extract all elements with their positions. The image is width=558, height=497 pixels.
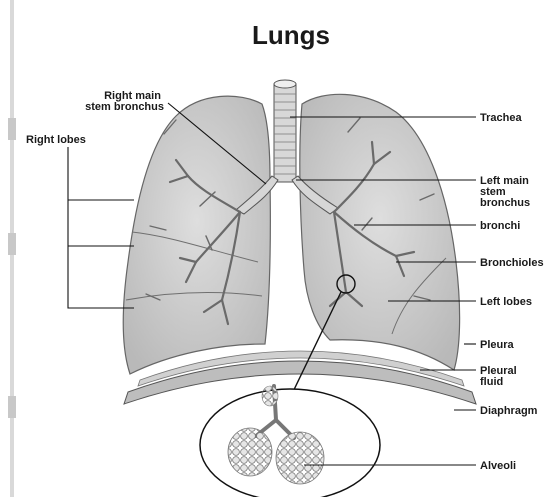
label-bronchioles: Bronchioles xyxy=(480,257,544,269)
right-lung-shape xyxy=(123,96,270,374)
trachea-shape xyxy=(274,80,296,182)
label-trachea: Trachea xyxy=(480,112,522,124)
diagram-title: Lungs xyxy=(252,20,330,50)
label-pleural-fluid: Pleural fluid xyxy=(480,365,520,388)
label-right-main-stem-bronchus: Right main stem bronchus xyxy=(85,90,164,113)
label-bronchi: bronchi xyxy=(480,220,520,232)
label-diaphragm: Diaphragm xyxy=(480,405,538,417)
label-alveoli: Alveoli xyxy=(480,460,516,472)
label-left-lobes: Left lobes xyxy=(480,296,532,308)
label-right-lobes: Right lobes xyxy=(26,134,86,146)
label-left-main-stem-bronchus: Left main stem bronchus xyxy=(480,175,532,209)
label-pleura: Pleura xyxy=(480,339,515,351)
leader-right-lobes xyxy=(68,147,134,308)
